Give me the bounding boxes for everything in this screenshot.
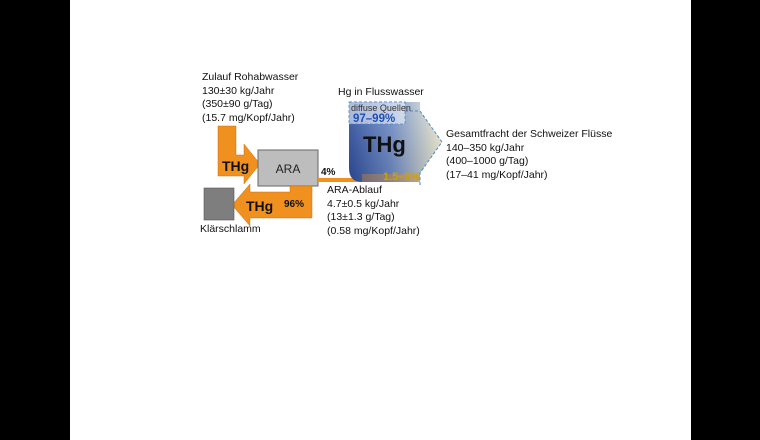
inflow-arrow	[217, 125, 261, 185]
outflow-title: ARA-Ablauf	[327, 184, 382, 196]
river-title: Hg in Flusswasser	[338, 86, 424, 98]
ara-box	[257, 149, 319, 187]
sludge-percent: 96%	[284, 199, 304, 210]
sludge-label: Klärschlamm	[200, 223, 261, 235]
outflow-line1: 4.7±0.5 kg/Jahr	[327, 197, 400, 210]
total-line3: (17–41 mg/Kopf/Jahr)	[446, 168, 548, 181]
inflow-title: Zulauf Rohabwasser	[202, 71, 299, 83]
outflow-line	[318, 178, 384, 182]
river-big-label: THg	[363, 132, 406, 157]
total-line1: 140–350 kg/Jahr	[446, 141, 525, 154]
outflow-percent: 4%	[321, 167, 336, 178]
flow-diagram: THg ARA THg 96% 4% diffuse Quellen 97–99…	[203, 101, 443, 227]
total-title: Gesamtfracht der Schweizer Flüsse	[446, 128, 613, 140]
inflow-line2: (350±90 g/Tag)	[202, 98, 273, 110]
inflow-line3: (15.7 mg/Kopf/Jahr)	[202, 111, 295, 124]
ara-share-band	[362, 174, 420, 182]
outflow-line3: (0.58 mg/Kopf/Jahr)	[327, 224, 420, 237]
outflow-info: ARA-Ablauf 4.7±0.5 kg/Jahr (13±1.3 g/Tag…	[327, 184, 420, 238]
diagram-canvas: THg ARA THg 96% 4% diffuse Quellen 97–99…	[70, 0, 691, 440]
inflow-arrow-label: THg	[222, 158, 249, 174]
inflow-info: Zulauf Rohabwasser 130±30 kg/Jahr (350±9…	[202, 71, 298, 125]
ara-label: ARA	[276, 162, 301, 176]
outflow-line2: (13±1.3 g/Tag)	[327, 211, 395, 223]
diffuse-percent: 97–99%	[353, 113, 395, 125]
total-line2: (400–1000 g/Tag)	[446, 155, 529, 167]
sludge-arrow-label: THg	[246, 198, 273, 214]
total-info: Gesamtfracht der Schweizer Flüsse 140–35…	[446, 128, 612, 182]
sludge-box	[203, 187, 235, 221]
ara-share-percent: 1.5–3%	[383, 171, 421, 183]
sludge-arrow	[231, 183, 313, 227]
inflow-line1: 130±30 kg/Jahr	[202, 84, 275, 97]
diffuse-label: diffuse Quellen	[351, 103, 411, 113]
diffuse-box	[348, 101, 406, 125]
